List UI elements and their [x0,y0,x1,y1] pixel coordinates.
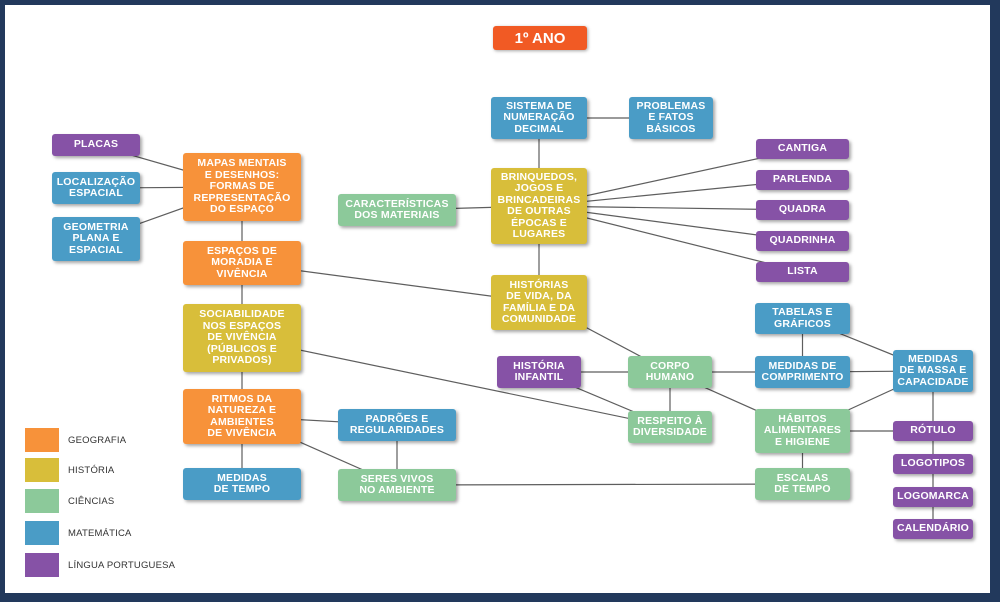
node-quadrinha: QUADRINHA [756,231,849,251]
node-escalas-de-tempo: ESCALAS DE TEMPO [755,468,850,500]
connector-sociabilidade-respeito [241,337,671,428]
node-ritmos-da-natureza: RITMOS DA NATUREZA E AMBIENTES DE VIVÊNC… [183,389,301,444]
node-caracteristicas-dos-materiais: CARACTERÍSTICAS DOS MATERIAIS [338,194,456,226]
legend-swatch [25,553,59,577]
node-logotipos: LOGOTIPOS [893,454,973,474]
node-medidas-de-tempo: MEDIDAS DE TEMPO [183,468,301,500]
legend-item-geografia: GEOGRAFIA [25,428,126,452]
legend-label: MATEMÁTICA [68,527,132,539]
legend-item-historia: HISTÓRIA [25,458,114,482]
legend-label: LÍNGUA PORTUGUESA [68,559,176,571]
node-corpo-humano: CORPO HUMANO [628,356,712,388]
node-padroes-e-regularidades: PADRÕES E REGULARIDADES [338,409,456,441]
node-mapas-mentais: MAPAS MENTAIS E DESENHOS: FORMAS DE REPR… [183,153,301,221]
node-medidas-de-comprimento: MEDIDAS DE COMPRIMENTO [755,356,850,388]
legend-label: HISTÓRIA [68,464,115,476]
node-geometria-plana-e-espacial: GEOMETRIA PLANA E ESPACIAL [52,217,140,261]
node-lista: LISTA [756,262,849,282]
node-parlenda: PARLENDA [756,170,849,190]
node-respeito-a-diversidade: RESPEITO À DIVERSIDADE [628,411,712,443]
node-sociabilidade: SOCIABILIDADE NOS ESPAÇOS DE VIVÊNCIA (P… [183,304,301,372]
diagram-canvas: 1º ANO PLACAS LOCALIZAÇÃO ESPACIAL GEOME… [5,5,990,593]
node-medidas-de-massa: MEDIDAS DE MASSA E CAPACIDADE [893,350,973,392]
connector-seres_vivos-escalas [396,483,803,486]
node-espacos-de-moradia: ESPAÇOS DE MORADIA E VIVÊNCIA [183,241,301,285]
legend-label: GEOGRAFIA [68,434,127,446]
legend-swatch [25,458,59,482]
legend-swatch [25,489,59,513]
node-quadra: QUADRA [756,200,849,220]
node-logomarca: LOGOMARCA [893,487,973,507]
node-problemas-e-fatos: PROBLEMAS E FATOS BÁSICOS [629,97,713,139]
legend-item-ciencias: CIÊNCIAS [25,489,114,513]
node-rotulo: RÓTULO [893,421,973,441]
node-tabelas-e-graficos: TABELAS E GRÁFICOS [755,303,850,334]
legend-item-matematica: MATEMÁTICA [25,521,132,545]
node-sistema-de-numeracao: SISTEMA DE NUMERAÇÃO DECIMAL [491,97,587,139]
node-historia-infantil: HISTÓRIA INFANTIL [497,356,581,388]
legend-swatch [25,521,59,545]
node-seres-vivos: SERES VIVOS NO AMBIENTE [338,469,456,501]
node-placas: PLACAS [52,134,140,156]
legend-label: CIÊNCIAS [68,495,115,507]
node-historias-de-vida: HISTÓRIAS DE VIDA, DA FAMÍLIA E DA COMUN… [491,275,587,330]
node-cantiga: CANTIGA [756,139,849,159]
title-label: 1º ANO [514,29,566,47]
node-habitos-alimentares: HÁBITOS ALIMENTARES E HIGIENE [755,409,850,453]
legend-swatch [25,428,59,452]
title-badge: 1º ANO [493,26,587,50]
node-calendario: CALENDÁRIO [893,519,973,539]
legend-item-lingua-portuguesa: LÍNGUA PORTUGUESA [25,553,175,577]
node-localizacao-espacial: LOCALIZAÇÃO ESPACIAL [52,172,140,204]
node-brinquedos-jogos: BRINQUEDOS, JOGOS E BRINCADEIRAS DE OUTR… [491,168,587,244]
